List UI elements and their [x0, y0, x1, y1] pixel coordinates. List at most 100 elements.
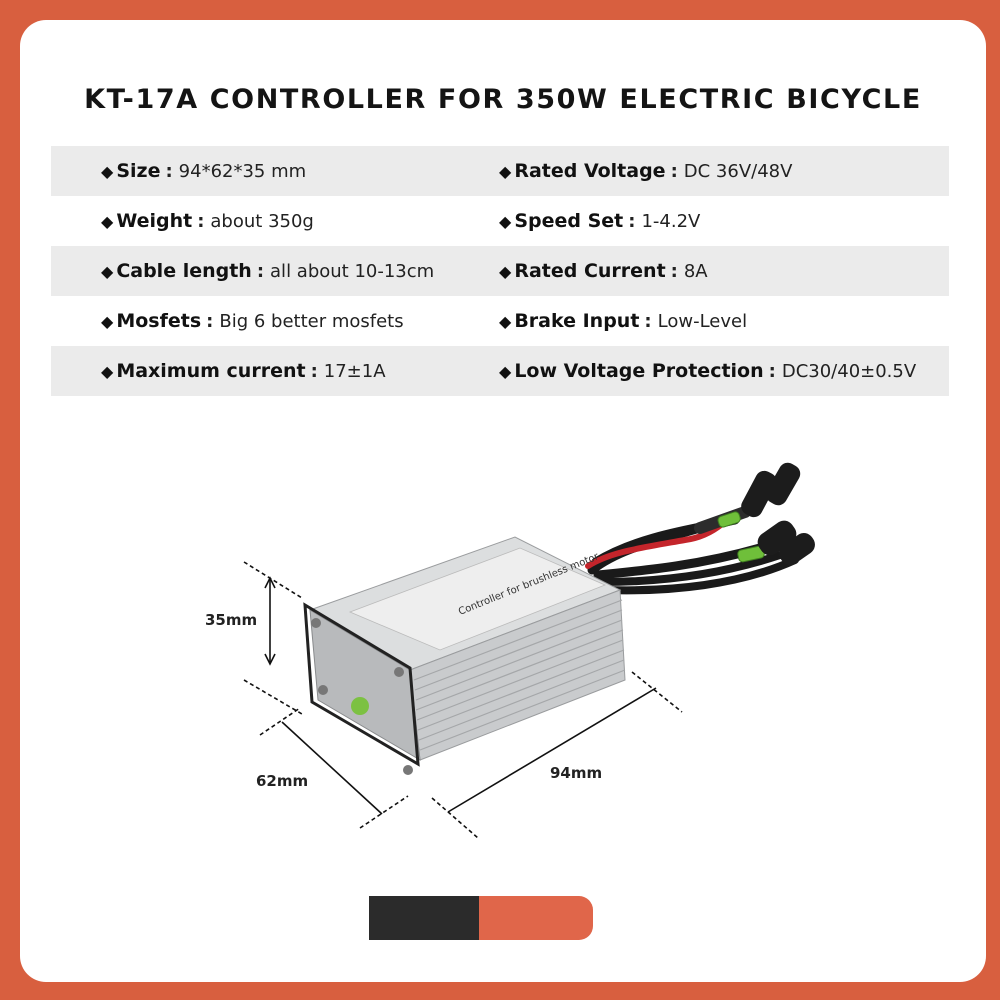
page-title: KT-17A CONTROLLER FOR 350W ELECTRIC BICY…	[84, 84, 922, 115]
diamond-bullet-icon: ◆	[499, 311, 512, 331]
fin-line	[414, 609, 623, 691]
spec-cell-size: ◆ Size : 94*62*35 mm	[51, 160, 499, 182]
spec-label: Low Voltage Protection	[514, 360, 764, 382]
qc-sticker-icon	[351, 697, 369, 715]
dim-extension-line	[359, 795, 409, 829]
spec-row: ◆ Size : 94*62*35 mm ◆ Rated Voltage : D…	[51, 146, 949, 196]
screw-icon	[394, 667, 404, 677]
spec-colon: :	[197, 210, 205, 232]
controller-body: Controller for brushless motor	[303, 536, 626, 775]
red-cable	[585, 521, 725, 569]
spec-cell-weight: ◆ Weight : about 350g	[51, 210, 499, 232]
dim-label-length: 94mm	[550, 764, 602, 782]
connector-plug	[757, 520, 797, 556]
dim-label-height: 35mm	[205, 611, 257, 629]
spec-value: 94*62*35 mm	[178, 160, 307, 182]
product-label	[348, 547, 607, 651]
arrow-down-icon	[264, 653, 276, 666]
spec-cell-mosfets: ◆ Mosfets : Big 6 better mosfets	[51, 310, 499, 332]
spec-value: 1-4.2V	[641, 210, 701, 232]
spec-row: ◆ Maximum current : 17±1A ◆ Low Voltage …	[51, 346, 949, 396]
spec-colon: :	[670, 160, 678, 182]
spec-cell-brake-input: ◆ Brake Input : Low-Level	[499, 310, 747, 332]
dim-extension-line	[259, 707, 301, 736]
fin-line	[413, 599, 623, 681]
spec-label: Cable length	[116, 260, 252, 282]
spec-value: 8A	[683, 260, 708, 282]
spec-colon: :	[206, 310, 214, 332]
dimension-lines	[243, 561, 683, 839]
spec-row: ◆ Weight : about 350g ◆ Speed Set : 1-4.…	[51, 196, 949, 246]
green-sleeve	[717, 511, 741, 528]
diamond-bullet-icon: ◆	[101, 361, 114, 381]
fin-line	[415, 629, 624, 711]
spec-colon: :	[644, 310, 652, 332]
diamond-bullet-icon: ◆	[101, 161, 114, 181]
footer-bar	[369, 896, 593, 940]
spec-cell-rated-current: ◆ Rated Current : 8A	[499, 260, 708, 282]
spec-cell-maximum-current: ◆ Maximum current : 17±1A	[51, 360, 499, 382]
spec-value: 17±1A	[323, 360, 386, 382]
spec-colon: :	[256, 260, 265, 282]
dim-extension-line	[431, 797, 479, 839]
diamond-bullet-icon: ◆	[101, 211, 114, 231]
dim-extension-line	[631, 671, 683, 713]
spec-label: Rated Current	[514, 260, 666, 282]
diamond-bullet-icon: ◆	[499, 361, 512, 381]
spec-label: Maximum current	[116, 360, 306, 382]
dim-label-width: 62mm	[256, 772, 308, 790]
spec-label: Weight	[116, 210, 193, 232]
spec-value: all about 10-13cm	[270, 260, 435, 282]
end-cap	[303, 602, 420, 767]
spec-value: about 350g	[210, 210, 314, 232]
fin-line	[419, 669, 626, 751]
dim-line-length	[447, 687, 657, 813]
spec-row: ◆ Cable length : all about 10-13cm ◆ Rat…	[51, 246, 949, 296]
diamond-bullet-icon: ◆	[499, 261, 512, 281]
diamond-bullet-icon: ◆	[499, 211, 512, 231]
dim-line-width	[281, 721, 383, 815]
spec-colon: :	[670, 260, 678, 282]
connector-plug	[741, 470, 777, 518]
connectors	[741, 462, 815, 565]
dim-extension-line	[243, 561, 303, 599]
spec-value: Low-Level	[657, 310, 748, 332]
spec-cell-rated-voltage: ◆ Rated Voltage : DC 36V/48V	[499, 160, 792, 182]
cable	[598, 551, 784, 586]
fin-line	[415, 619, 623, 701]
spec-colon: :	[768, 360, 776, 382]
spec-cell-low-voltage-protection: ◆ Low Voltage Protection : DC30/40±0.5V	[499, 360, 916, 382]
fin-line	[418, 659, 625, 741]
spec-colon: :	[165, 160, 173, 182]
spec-label: Speed Set	[514, 210, 624, 232]
spec-cell-cable-length: ◆ Cable length : all about 10-13cm	[51, 260, 499, 282]
screw-icon	[318, 685, 328, 695]
body-front	[309, 609, 421, 761]
connector-plug	[779, 533, 815, 565]
spec-label: Mosfets	[116, 310, 202, 332]
screw-icon	[403, 765, 413, 775]
spec-cell-speed-set: ◆ Speed Set : 1-4.2V	[499, 210, 700, 232]
dim-extension-line	[243, 679, 303, 715]
spec-value: DC 36V/48V	[683, 160, 793, 182]
screw-icon	[311, 618, 321, 628]
fin-line	[417, 649, 625, 731]
controller-illustration: Controller for brushless motor 35mm 62mm…	[205, 462, 815, 839]
spec-row: ◆ Mosfets : Big 6 better mosfets ◆ Brake…	[51, 296, 949, 346]
spec-value: Big 6 better mosfets	[219, 310, 404, 332]
arrow-up-icon	[264, 576, 276, 589]
footer-bar-dark	[369, 896, 479, 940]
spec-label: Brake Input	[514, 310, 640, 332]
spec-label: Rated Voltage	[514, 160, 666, 182]
connector-plug	[765, 462, 801, 506]
product-card: KT-17A CONTROLLER FOR 350W ELECTRIC BICY…	[20, 20, 986, 982]
diamond-bullet-icon: ◆	[101, 311, 114, 331]
spec-colon: :	[310, 360, 318, 382]
cable	[602, 556, 799, 595]
diamond-bullet-icon: ◆	[101, 261, 114, 281]
spec-value: DC30/40±0.5V	[781, 360, 917, 382]
spec-table: ◆ Size : 94*62*35 mm ◆ Rated Voltage : D…	[51, 146, 949, 396]
fin-line	[416, 639, 624, 721]
diamond-bullet-icon: ◆	[499, 161, 512, 181]
spec-colon: :	[628, 210, 636, 232]
